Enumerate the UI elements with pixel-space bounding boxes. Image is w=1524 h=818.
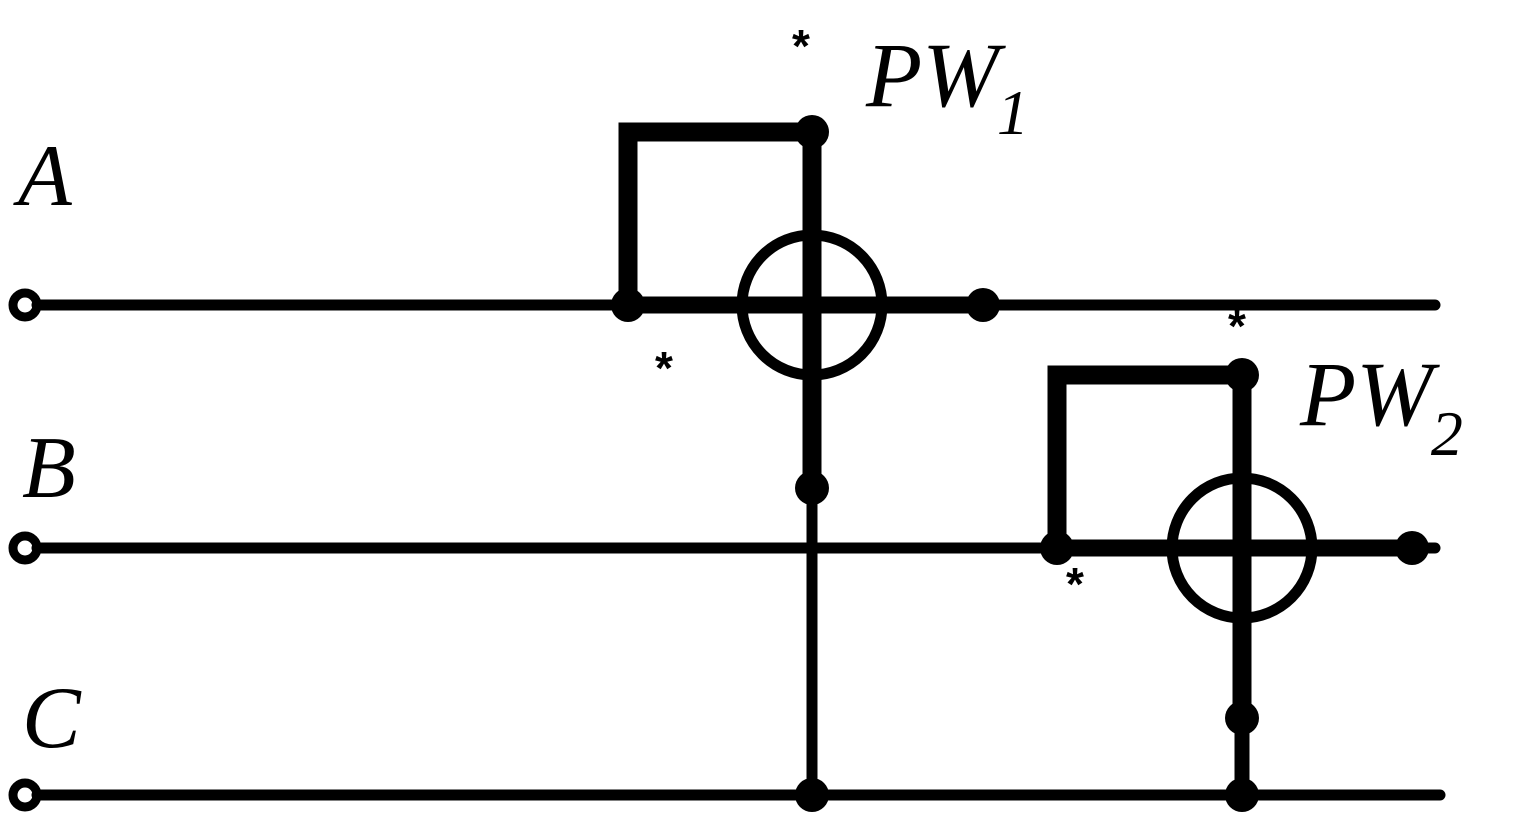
pw2-label: PW2: [1299, 343, 1463, 469]
pw1-voltage-polarity-marker: *: [792, 20, 810, 72]
pw2-voltage-polarity-marker: *: [1228, 300, 1246, 352]
pw2-dot-current-start: [1040, 531, 1074, 565]
pw2-dot-voltage-top: [1225, 358, 1259, 392]
phase-a-label: A: [13, 128, 73, 225]
pw1-dot-current-end: [966, 288, 1000, 322]
phase-b-label: B: [22, 420, 76, 517]
wattmeter-pw1: * * PW1: [611, 20, 1029, 812]
pw2-dot-phase-c: [1225, 778, 1259, 812]
pw1-meter-circle: [736, 229, 888, 381]
pw1-dot-current-start: [611, 288, 645, 322]
pw2-dot-current-end: [1395, 531, 1429, 565]
wattmeter-pw2: * * PW2: [1040, 300, 1463, 812]
pw2-dot-voltage-bottom: [1225, 701, 1259, 735]
pw2-current-polarity-marker: *: [1066, 558, 1084, 610]
pw1-dot-voltage-top: [795, 115, 829, 149]
pw1-voltage-coil: [618, 122, 822, 488]
pw1-label: PW1: [865, 24, 1029, 148]
pw2-voltage-coil: [1047, 365, 1252, 718]
pw1-dot-phase-c: [795, 778, 829, 812]
pw1-current-polarity-marker: *: [655, 342, 673, 394]
pw2-meter-circle: [1166, 472, 1318, 624]
pw1-dot-voltage-bottom: [795, 471, 829, 505]
phase-c-label: C: [22, 670, 82, 767]
